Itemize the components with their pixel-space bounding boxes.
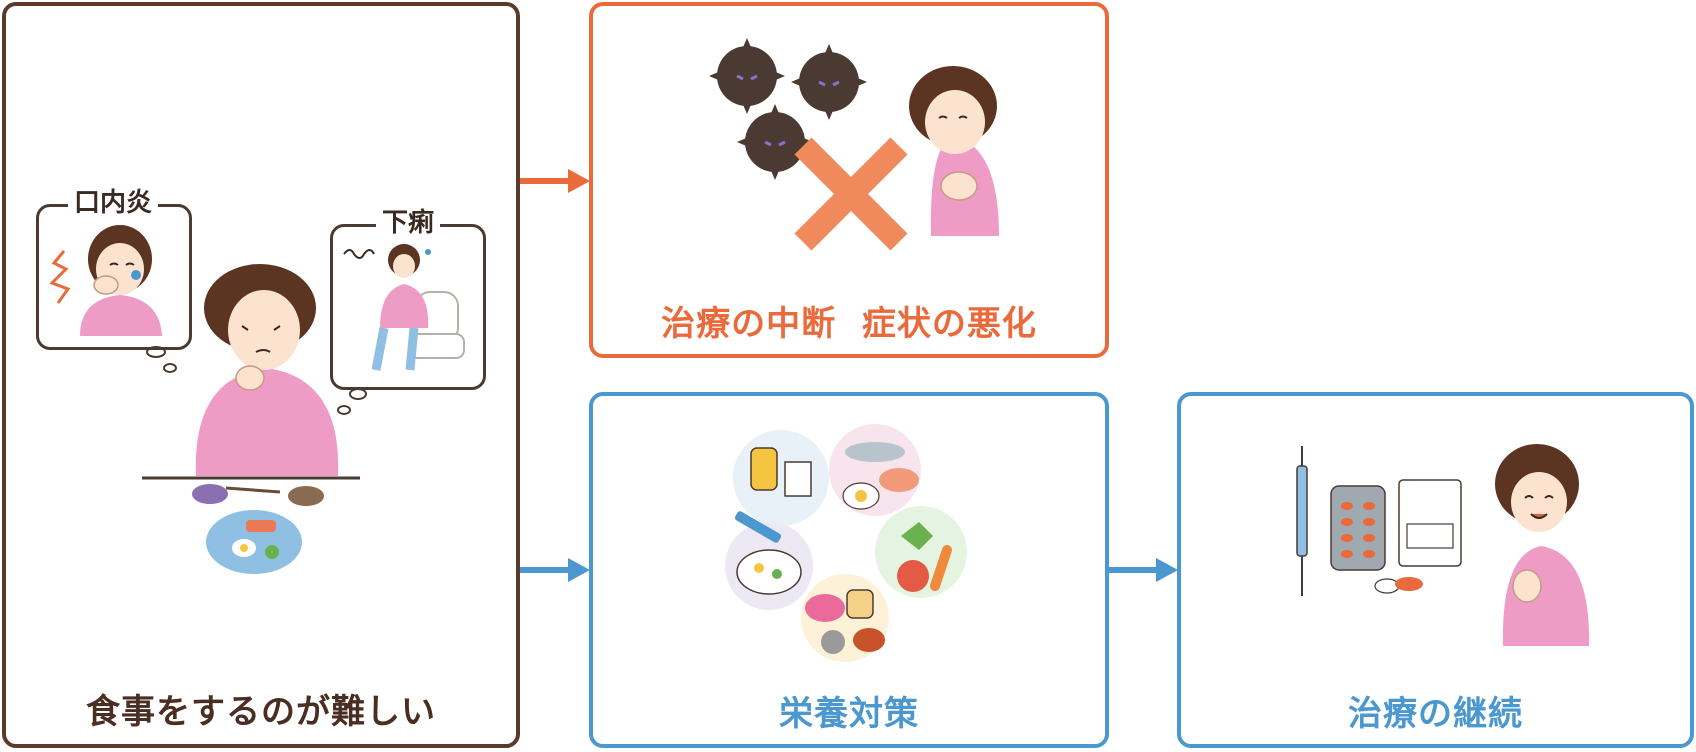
diarrhea-illustration — [343, 244, 465, 371]
treatment-continuation-caption: 治療の継続 — [1348, 694, 1523, 734]
mouth-ulcer-illustration — [49, 225, 162, 336]
nutrition-foods-illustration — [725, 424, 967, 662]
nutrition-caption: 栄養対策 — [779, 694, 919, 734]
thought-dots-right — [337, 388, 367, 415]
treatment-interruption-box: 治療の中断 症状の悪化 — [589, 2, 1109, 358]
diarrhea-label: 下痢 — [376, 202, 441, 239]
woman-at-table-illustration — [142, 264, 360, 574]
treatment-interruption-caption: 治療の中断 症状の悪化 — [661, 304, 1037, 344]
nutrition-box: 栄養対策 — [589, 392, 1109, 748]
thought-dots-left — [146, 346, 177, 373]
mouth-ulcer-label: 口内炎 — [68, 182, 159, 219]
difficulty-eating-box: 口内炎 下痢 — [2, 2, 520, 748]
treatment-continuation-box: 治療の継続 — [1177, 392, 1694, 748]
arrow-to-treatment-continuation — [1108, 558, 1178, 582]
arrow-to-nutrition — [520, 558, 590, 582]
difficulty-eating-caption: 食事をするのが難しい — [86, 692, 436, 732]
arrow-to-treatment-interruption — [520, 169, 590, 193]
virus-and-woman-illustration — [709, 38, 999, 251]
medicine-and-smiling-woman-illustration — [1296, 444, 1590, 646]
